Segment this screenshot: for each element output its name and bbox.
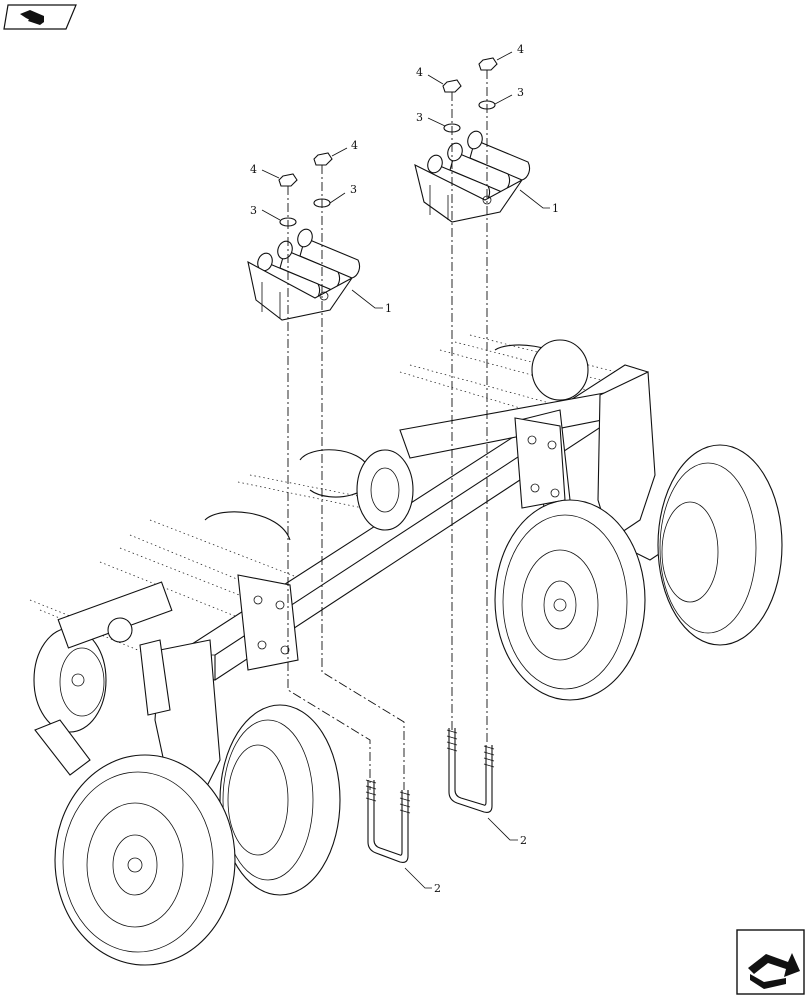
nut-right-a bbox=[442, 79, 462, 93]
nut-left-a bbox=[278, 173, 298, 187]
callout-1-left: 1 bbox=[385, 302, 392, 315]
mount-bracket-right bbox=[414, 130, 531, 223]
u-bolt-right bbox=[446, 728, 495, 813]
nut-right-b bbox=[478, 57, 498, 71]
callout-2-right: 2 bbox=[520, 834, 527, 847]
callout-3-a: 3 bbox=[250, 204, 257, 217]
next-page-arrow-icon[interactable] bbox=[736, 929, 805, 995]
book-arrow-icon[interactable] bbox=[3, 4, 77, 30]
callout-2-left: 2 bbox=[434, 882, 441, 895]
callout-1-right: 1 bbox=[552, 202, 559, 215]
mount-bracket-left bbox=[247, 228, 361, 321]
callout-4-d: 4 bbox=[517, 43, 524, 56]
callout-4-c: 4 bbox=[416, 66, 423, 79]
callout-3-c: 3 bbox=[416, 111, 423, 124]
pipe-rolls-right bbox=[427, 130, 531, 205]
callout-3-b: 3 bbox=[350, 183, 357, 196]
callout-4-a: 4 bbox=[250, 163, 257, 176]
nut-left-b bbox=[313, 152, 333, 166]
axle-frame-assembly bbox=[29, 334, 783, 966]
u-bolt-left bbox=[365, 779, 411, 863]
callout-3-d: 3 bbox=[517, 86, 524, 99]
callout-4-b: 4 bbox=[351, 139, 358, 152]
